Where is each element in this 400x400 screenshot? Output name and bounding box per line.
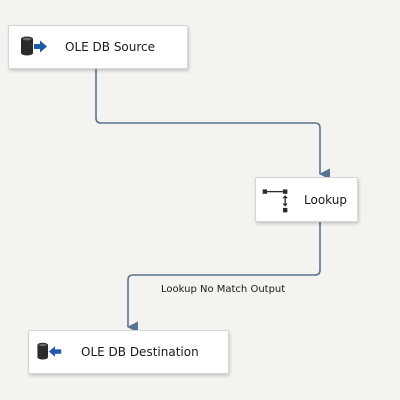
node-label: Lookup	[304, 192, 347, 207]
ole-db-source-node[interactable]: OLE DB Source	[8, 25, 188, 69]
node-label: OLE DB Source	[65, 40, 156, 54]
ole-db-destination-node[interactable]: OLE DB Destination	[28, 330, 229, 374]
lookup-icon	[260, 186, 290, 214]
path-label-no-match[interactable]: Lookup No Match Output	[161, 284, 286, 295]
path-source-to-lookup[interactable]	[95, 69, 331, 180]
lookup-node[interactable]: Lookup	[255, 177, 358, 222]
path-lookup-to-destination[interactable]	[126, 222, 321, 333]
database-output-icon	[19, 33, 49, 61]
database-input-icon	[33, 338, 63, 366]
node-label: OLE DB Destination	[81, 345, 199, 359]
